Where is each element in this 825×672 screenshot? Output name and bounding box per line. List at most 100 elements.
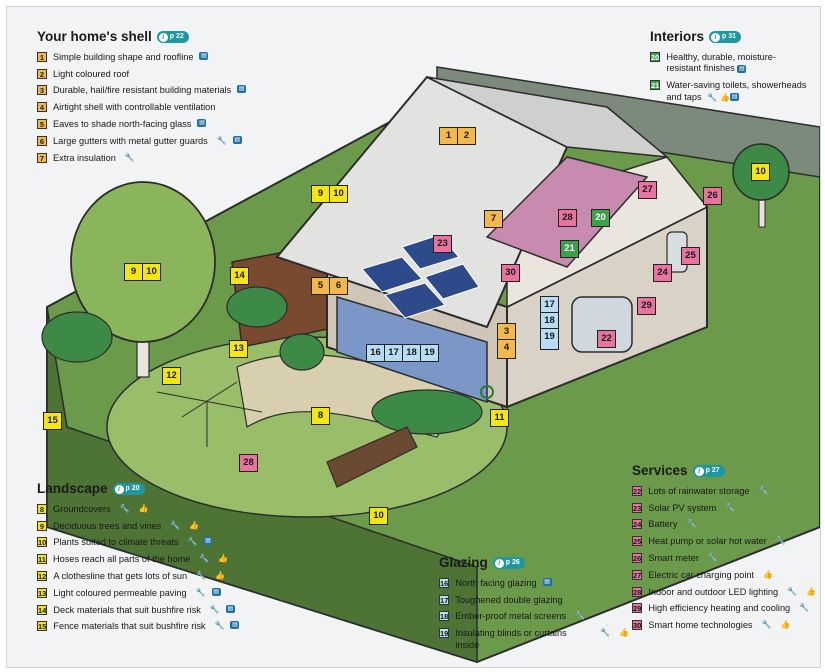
ground-edge [46, 306, 478, 664]
tag-7: 7 [484, 210, 503, 228]
tag-30: 30 [501, 264, 520, 282]
guide-icon: ▤ [199, 51, 209, 60]
tag-10-ground: 10 [369, 507, 388, 525]
guide-icon: ▤ [197, 119, 207, 128]
tag-11: 11 [490, 409, 509, 427]
tag-28-indoor: 28 [558, 209, 577, 227]
clothesline [156, 381, 263, 447]
guide-icon: ▤ [211, 587, 221, 596]
wrench-icon: 🔧 [124, 152, 135, 162]
shrub [279, 333, 325, 371]
thumbs-up-icon: 👍 [780, 620, 791, 630]
thumbs-up-icon: 👍 [218, 554, 229, 564]
tag-21: 21 [560, 240, 579, 258]
tag-8: 8 [311, 407, 330, 425]
hose [480, 385, 494, 399]
guide-icon: ▤ [232, 135, 242, 144]
wrench-icon: 🔧 [170, 520, 181, 530]
wrench-icon: 🔧 [725, 502, 736, 512]
guide-icon: ▤ [737, 64, 747, 73]
shrub [371, 389, 483, 435]
guide-icon: ▤ [203, 537, 213, 546]
house-illustration [41, 66, 820, 664]
wrench-icon: 🔧 [209, 604, 220, 614]
wrench-icon: 🔧 [775, 536, 786, 546]
tag-25: 25 [681, 247, 700, 265]
thumbs-up-icon: 👍 [189, 520, 200, 530]
wrench-icon: 🔧 [600, 628, 611, 638]
tag-28-outdoor: 28 [239, 454, 258, 472]
guide-icon: ▤ [225, 604, 235, 613]
wrench-icon: 🔧 [686, 519, 697, 529]
wrench-icon: 🔧 [199, 554, 210, 564]
thumbs-up-icon: 👍 [806, 586, 817, 596]
wrench-icon: 🔧 [196, 571, 207, 581]
guide-icon: ▤ [730, 93, 740, 102]
wrench-icon: 🔧 [799, 603, 810, 613]
tag-15: 15 [43, 412, 62, 430]
thumbs-up-icon: 👍 [138, 503, 149, 513]
wrench-icon: 🔧 [214, 621, 225, 631]
tag-24: 24 [653, 264, 672, 282]
guide-icon: ▤ [230, 621, 240, 630]
wrench-icon: 🔧 [187, 537, 198, 547]
tag-13: 13 [229, 340, 248, 358]
wrench-icon: 🔧 [195, 587, 206, 597]
thumbs-up-icon: 👍 [619, 628, 629, 638]
tag-26: 26 [703, 187, 722, 205]
wrench-icon: 🔧 [758, 485, 769, 495]
wrench-icon: 🔧 [119, 503, 130, 513]
roof-back [426, 76, 670, 158]
wrench-icon: 🔧 [707, 92, 718, 102]
wrench-icon: 🔧 [707, 553, 718, 563]
wrench-icon: 🔧 [761, 620, 772, 630]
wrench-icon: 🔧 [575, 611, 586, 621]
solar-panels [361, 234, 480, 319]
guide-icon: ▤ [237, 85, 247, 94]
tag-29: 29 [637, 297, 656, 315]
thumbs-up-icon: 👍 [720, 92, 731, 102]
garden-bed [326, 426, 418, 488]
